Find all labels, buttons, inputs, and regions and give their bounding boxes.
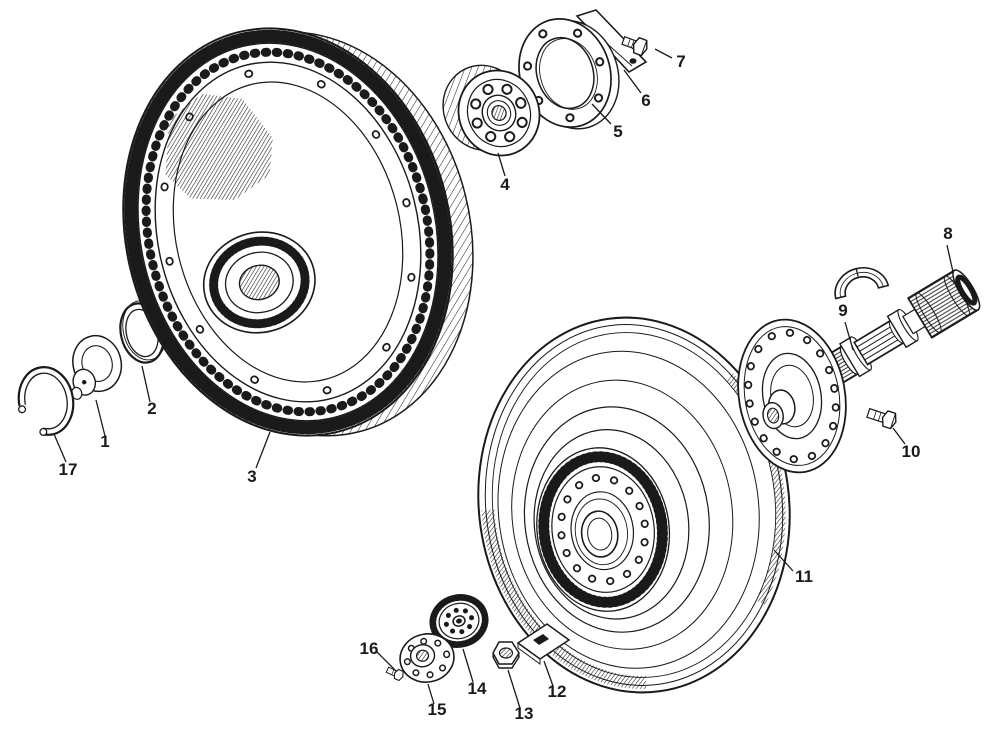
washer-holes [443,607,475,635]
circlip-eyelet [18,405,27,414]
part-5-retainer-flange [518,18,620,130]
part-label-7: 7 [676,52,685,71]
part-label-4: 4 [500,175,510,194]
part-label-5: 5 [613,122,622,141]
part-7-bolt [621,35,648,57]
part-label-10: 10 [902,442,921,461]
part-15-hub-cap [399,633,455,683]
nut-bore [498,647,514,659]
hub-slot-ring [538,451,668,608]
hub-cap-bore [415,649,430,662]
bearing-bore [491,104,507,122]
part-17-circlip [17,366,75,436]
callout-labels: 1 2 3 4 5 6 7 8 9 10 11 12 13 14 15 16 1… [59,52,953,723]
part-9-half-ring [834,267,890,300]
circlip-eyelet [39,427,48,436]
part-label-13: 13 [515,704,534,723]
part-11-converter-wheel [477,316,791,694]
leader-lines [53,48,954,709]
part-14-toothed-washer [429,594,489,648]
gear-hub-splines [209,236,310,329]
part-label-16: 16 [360,639,379,658]
part-label-6: 6 [641,91,650,110]
part-label-8: 8 [943,224,952,243]
part-1-pilot-hub [71,334,123,400]
part-13-hex-nut [492,641,520,669]
part-label-3: 3 [247,467,256,486]
gear-teeth [124,29,452,435]
part-label-2: 2 [147,399,156,418]
part-8-drive-flange [737,318,847,474]
part-label-17: 17 [59,460,78,479]
gear-shading [165,93,273,200]
part-label-1: 1 [100,432,109,451]
part-label-12: 12 [548,682,567,701]
part-12-lock-tab [516,623,571,665]
part-label-14: 14 [468,679,487,698]
part-label-11: 11 [795,567,813,586]
part-4-ball-bearing [442,64,541,157]
part-10-bolt [866,407,897,430]
gear-hub-bore [238,264,280,301]
part-2-snap-ring [119,300,167,364]
part-3-ring-gear [122,27,474,437]
gear-rivet-ticks [141,47,435,417]
part-label-9: 9 [838,301,847,320]
part-label-15: 15 [428,700,447,719]
drive-flange-bore [766,407,780,424]
washer-teeth [430,594,488,648]
